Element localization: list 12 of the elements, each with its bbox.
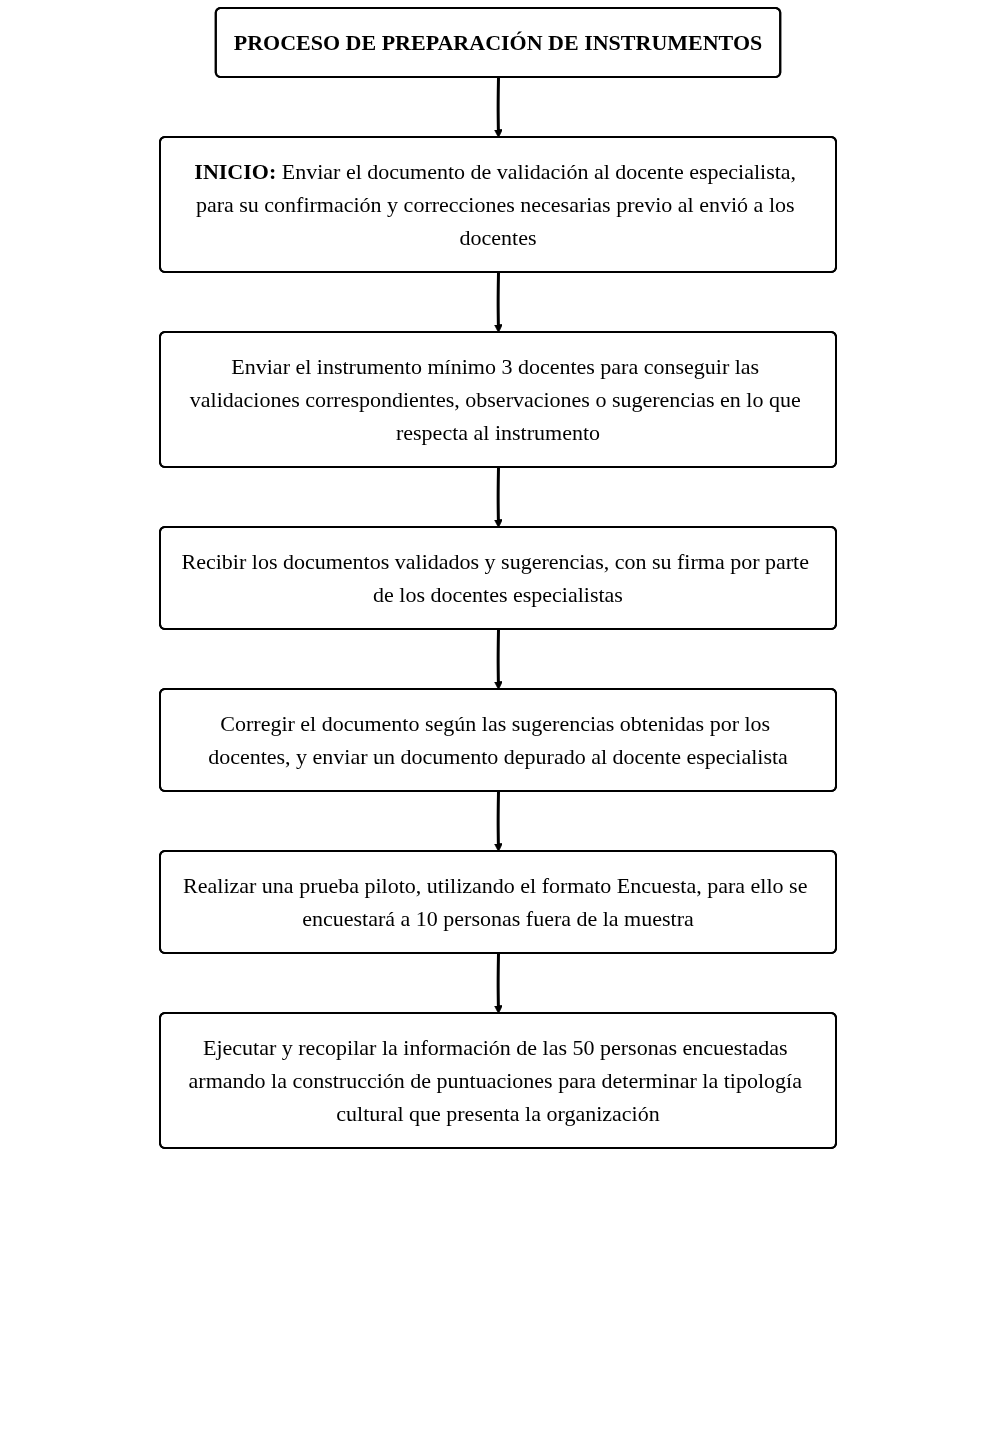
arrow [493,791,503,852]
node-text: Recibir los documentos validados y sugerencias, con su firma por parte de los docentes especialistas [181,549,809,607]
node-text: INICIO: Enviar el documento de validación al docente especialista, para su confirmación y correcciones necesarias previo al envió a los docentes [194,159,797,250]
arrow [493,272,503,333]
arrow [493,629,503,690]
node-text: Realizar una prueba piloto, utilizando el formato Encuesta, para ello se encuestará a 10 personas fuera de la muestra [183,873,808,931]
node-text: Corregir el documento según las sugerencias obtenidas por los docentes, y enviar un documento depurado al docente especialista [208,711,788,769]
arrow [493,77,503,138]
arrow [493,953,503,1014]
node-text: Enviar el instrumento mínimo 3 docentes para conseguir las validaciones correspondientes, observaciones o sugerencias en lo que respecta al instrumento [189,354,801,445]
node-text: Ejecutar y recopilar la información de las 50 personas encuestadas armando la construcción de puntuaciones para determinar la tipología cultural que presenta la organización [188,1035,802,1126]
arrow [493,467,503,528]
